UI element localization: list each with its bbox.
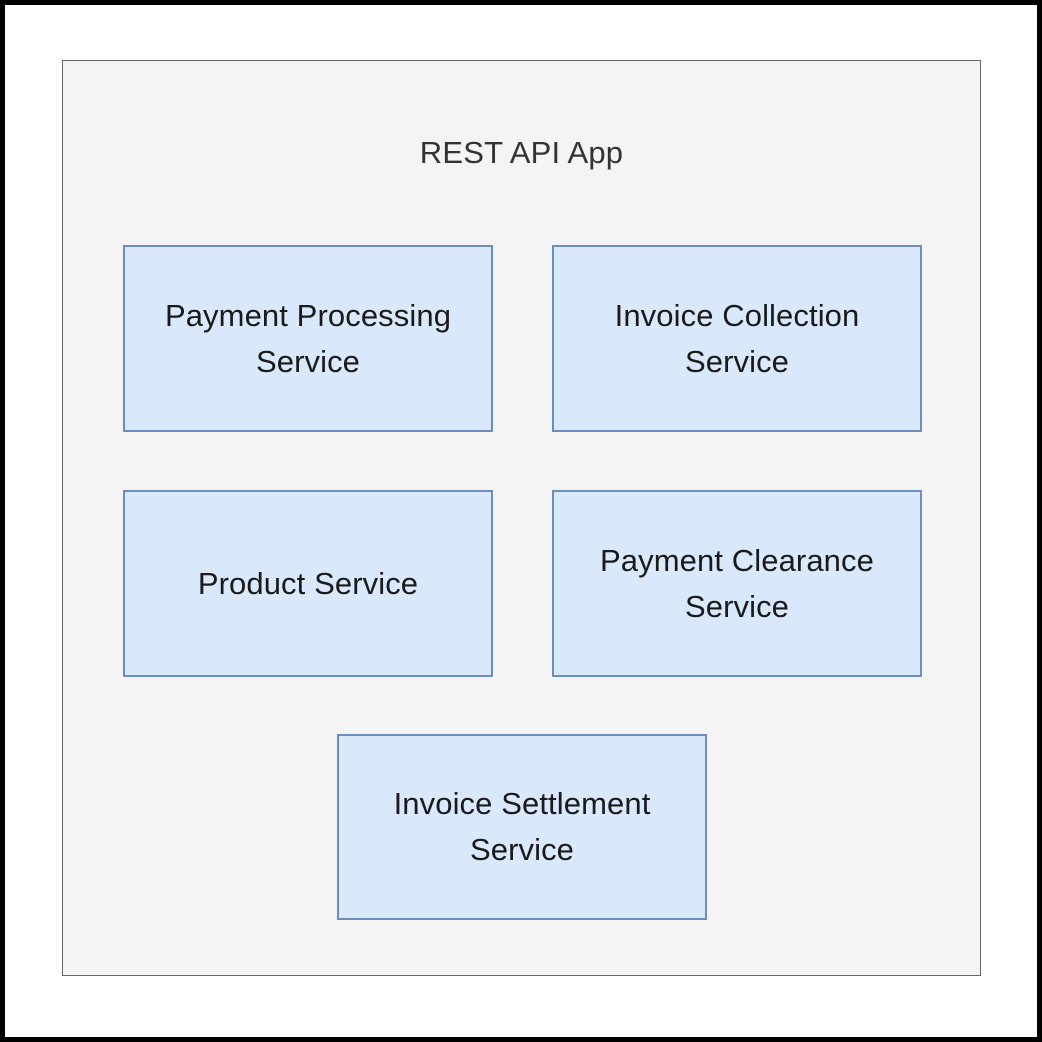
service-node-label: Payment Processing Service [164, 297, 452, 379]
service-node-payment-clearance-service[interactable]: Payment Clearance Service [552, 490, 922, 677]
service-node-label: Invoice Settlement Service [393, 786, 651, 867]
service-node-label: Product Service [197, 565, 419, 601]
service-node-invoice-collection-service[interactable]: Invoice Collection Service [552, 245, 922, 432]
service-node-payment-processing-service[interactable]: Payment Processing Service [123, 245, 493, 432]
service-node-label: Invoice Collection Service [614, 297, 860, 379]
container-title: REST API App [419, 135, 624, 170]
service-node-invoice-settlement-service[interactable]: Invoice Settlement Service [337, 734, 707, 920]
rest-api-app-container[interactable]: REST API App Payment Processing Service … [62, 60, 981, 976]
service-node-label: Payment Clearance Service [600, 542, 874, 624]
service-node-product-service[interactable]: Product Service [123, 490, 493, 677]
